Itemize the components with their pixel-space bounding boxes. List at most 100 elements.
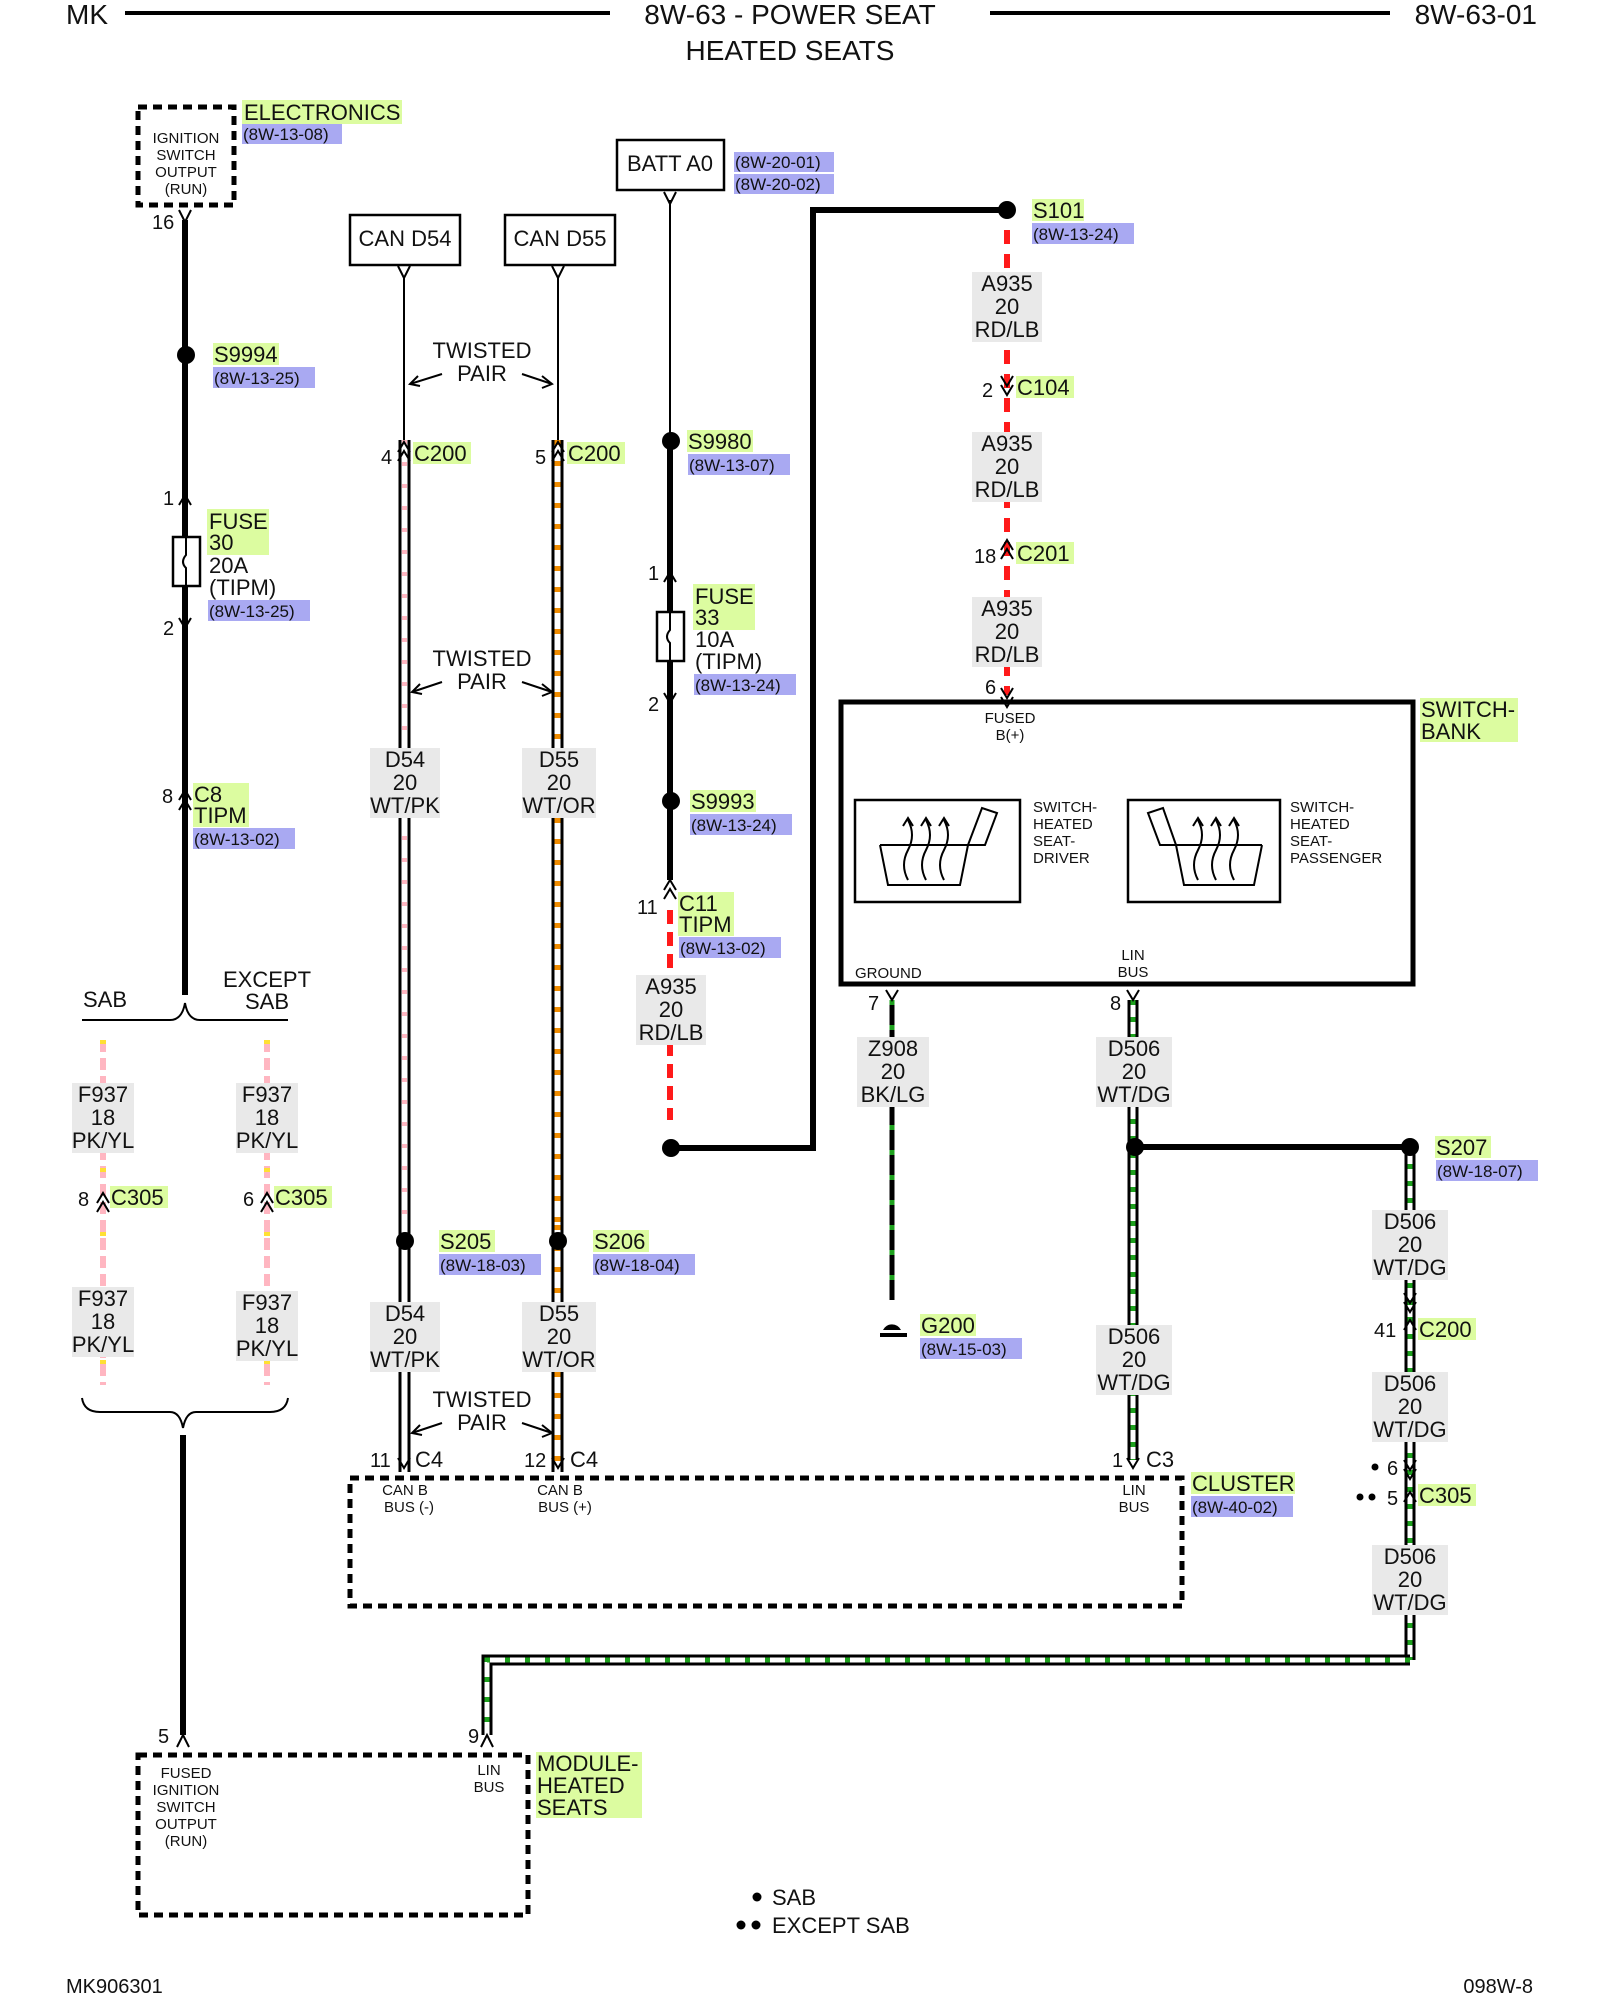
- svg-text:BANK: BANK: [1421, 719, 1481, 744]
- connector-c11: 11 C11 TIPM (8W-13-02): [637, 878, 781, 958]
- svg-text:D55: D55: [539, 747, 579, 772]
- svg-text:G200: G200: [921, 1313, 975, 1338]
- svg-text:D506: D506: [1384, 1371, 1437, 1396]
- wire-label-f937-sab-upper: F937 18 PK/YL: [72, 1082, 134, 1153]
- svg-text:20A: 20A: [209, 553, 248, 578]
- splice-s9994: S9994 (8W-13-25): [177, 342, 315, 388]
- svg-text:C305: C305: [275, 1185, 328, 1210]
- fuse-30: 1 2 FUSE 30 20A (TIPM) (8W-13-25): [163, 488, 310, 640]
- svg-text:PK/YL: PK/YL: [72, 1332, 134, 1357]
- cluster-box: [347, 1475, 1185, 1609]
- switch-bank: 6 FUSED B(+) SWITCH- BANK SWITCH- HEATED…: [838, 677, 1518, 1015]
- svg-text:LIN: LIN: [477, 1762, 500, 1779]
- svg-text:20: 20: [995, 454, 1019, 479]
- sab-brace-bottom: [81, 1397, 289, 1429]
- svg-text:S206: S206: [594, 1229, 645, 1254]
- connector-c305-d506: 6 5 C305: [1356, 1458, 1476, 1510]
- svg-text:TIPM: TIPM: [679, 912, 732, 937]
- svg-text:4: 4: [381, 447, 392, 469]
- svg-text:Z908: Z908: [868, 1036, 918, 1061]
- svg-text:2: 2: [163, 618, 174, 640]
- twisted-pair-label-2: TWISTED PAIR: [409, 646, 554, 697]
- svg-text:2: 2: [648, 694, 659, 716]
- svg-text:8: 8: [1110, 993, 1121, 1015]
- batt-a0-box: BATT A0 (8W-20-01) (8W-20-02): [615, 138, 834, 207]
- svg-text:TWISTED: TWISTED: [433, 338, 532, 363]
- junction-dot: [662, 1139, 680, 1157]
- svg-text:PAIR: PAIR: [457, 669, 507, 694]
- svg-text:WT/DG: WT/DG: [1373, 1417, 1446, 1442]
- svg-text:(TIPM): (TIPM): [209, 575, 276, 600]
- svg-text:CAN B: CAN B: [382, 1482, 428, 1499]
- svg-text:A935: A935: [981, 596, 1032, 621]
- svg-text:LIN: LIN: [1122, 1482, 1145, 1499]
- svg-text:D54: D54: [385, 747, 425, 772]
- svg-text:20: 20: [1122, 1347, 1146, 1372]
- svg-text:BUS (-): BUS (-): [384, 1499, 434, 1516]
- svg-text:(8W-18-07): (8W-18-07): [1437, 1162, 1523, 1181]
- svg-text:18: 18: [91, 1105, 115, 1130]
- svg-text:D54: D54: [385, 1301, 425, 1326]
- svg-text:20: 20: [547, 770, 571, 795]
- svg-text:6: 6: [243, 1189, 254, 1211]
- svg-text:A935: A935: [981, 431, 1032, 456]
- electronics-line-4: (RUN): [165, 181, 208, 198]
- wire-label-a935-batt: A935 20 RD/LB: [636, 974, 706, 1045]
- can-d55-box: CAN D55: [503, 213, 617, 281]
- svg-text:B(+): B(+): [996, 727, 1025, 744]
- wire-label-f937-except-upper: F937 18 PK/YL: [236, 1082, 298, 1153]
- svg-text:F937: F937: [242, 1082, 292, 1107]
- electronics-component: IGNITION SWITCH OUTPUT (RUN) ELECTRONICS…: [135, 100, 402, 234]
- connector-c200-d506: 41 C200: [1374, 1292, 1476, 1342]
- svg-text:RD/LB: RD/LB: [975, 317, 1040, 342]
- svg-text:(8W-20-02): (8W-20-02): [735, 175, 821, 194]
- wire-label-d54-lower: D54 20 WT/PK: [370, 1301, 440, 1372]
- svg-text:TWISTED: TWISTED: [433, 646, 532, 671]
- svg-text:9: 9: [468, 1726, 479, 1748]
- svg-text:D506: D506: [1384, 1544, 1437, 1569]
- footer-right: 098W-8: [1463, 1976, 1533, 1998]
- svg-text:IGNITION: IGNITION: [153, 1782, 220, 1799]
- svg-text:BUS: BUS: [1118, 964, 1149, 981]
- svg-text:BUS: BUS: [474, 1779, 505, 1796]
- electronics-line-2: SWITCH: [156, 147, 215, 164]
- svg-text:RD/LB: RD/LB: [639, 1020, 704, 1045]
- svg-text:(8W-18-04): (8W-18-04): [594, 1256, 680, 1275]
- svg-text:C305: C305: [1419, 1483, 1472, 1508]
- header-subtitle: HEATED SEATS: [685, 35, 894, 66]
- svg-text:OUTPUT: OUTPUT: [155, 1816, 217, 1833]
- svg-text:6: 6: [985, 677, 996, 699]
- svg-text:(8W-18-03): (8W-18-03): [440, 1256, 526, 1275]
- fuse-33: 1 2 FUSE 33 10A (TIPM) (8W-13-24): [648, 563, 796, 716]
- svg-text:8: 8: [162, 786, 173, 808]
- svg-text:CLUSTER: CLUSTER: [1192, 1471, 1295, 1496]
- svg-text:SEAT-: SEAT-: [1033, 833, 1075, 850]
- svg-text:20: 20: [995, 294, 1019, 319]
- svg-text:SWITCH-: SWITCH-: [1033, 799, 1097, 816]
- svg-text:(TIPM): (TIPM): [695, 649, 762, 674]
- svg-text:HEATED: HEATED: [1033, 816, 1093, 833]
- svg-text:PK/YL: PK/YL: [236, 1336, 298, 1361]
- junction-dot-d506: [1126, 1138, 1144, 1156]
- svg-text:8: 8: [78, 1189, 89, 1211]
- svg-text:D506: D506: [1108, 1036, 1161, 1061]
- svg-text:12: 12: [524, 1450, 546, 1472]
- svg-text:20: 20: [393, 770, 417, 795]
- svg-text:DRIVER: DRIVER: [1033, 850, 1090, 867]
- svg-text:7: 7: [868, 993, 879, 1015]
- svg-text:TIPM: TIPM: [194, 803, 247, 828]
- connector-c4-d54: 11 C4: [370, 1447, 443, 1472]
- module-box: [135, 1752, 531, 1918]
- svg-text:18: 18: [255, 1313, 279, 1338]
- svg-text:20: 20: [1398, 1394, 1422, 1419]
- svg-text:(RUN): (RUN): [165, 1833, 208, 1850]
- svg-text:BATT A0: BATT A0: [627, 151, 713, 176]
- header-left: MK: [66, 0, 108, 30]
- svg-text:C11: C11: [679, 891, 718, 916]
- connector-c4-d55: 12 C4: [524, 1447, 598, 1472]
- svg-text:20: 20: [393, 1324, 417, 1349]
- svg-text:D506: D506: [1384, 1209, 1437, 1234]
- svg-text:SAB: SAB: [83, 987, 127, 1012]
- svg-text:18: 18: [91, 1309, 115, 1334]
- svg-text:(8W-13-02): (8W-13-02): [680, 939, 766, 958]
